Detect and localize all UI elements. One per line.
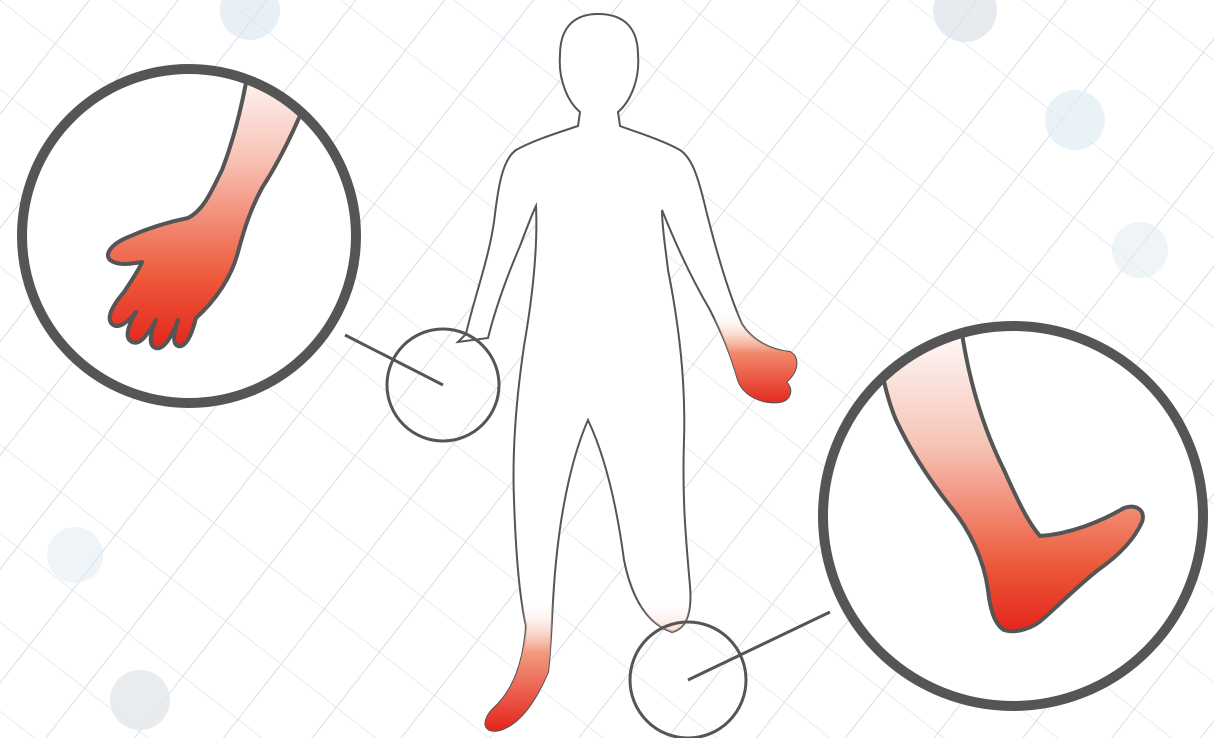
magnified-foot-view — [823, 320, 1203, 706]
magnified-hand-view — [22, 60, 356, 403]
